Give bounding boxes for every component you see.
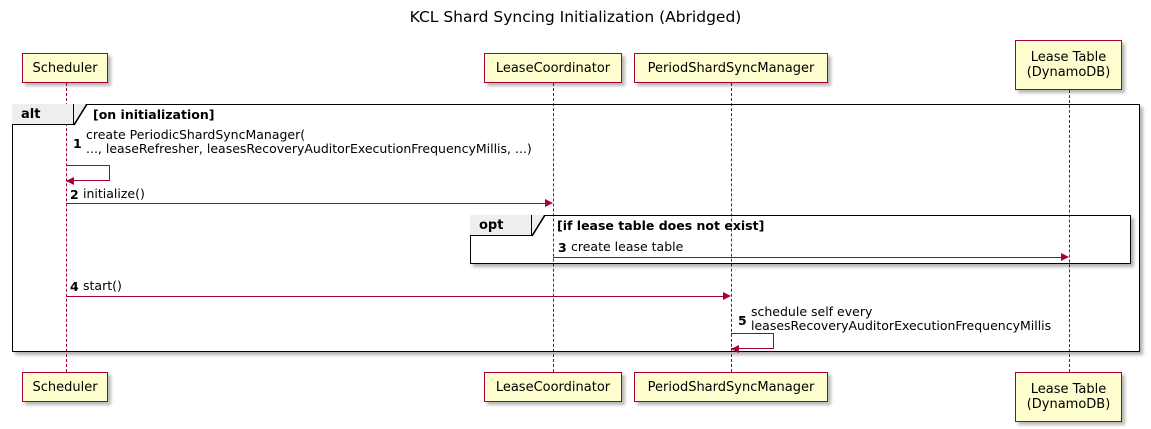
message-3-arrowhead-icon: [1061, 252, 1069, 261]
message-4-number: 4: [70, 279, 79, 294]
lifeline-period-shard-sync-manager: [731, 83, 732, 372]
participant-scheduler-top[interactable]: Scheduler: [22, 53, 108, 83]
frame-alt-on-initialization: [12, 104, 1140, 352]
participant-period-shard-sync-manager-bottom[interactable]: PeriodShardSyncManager: [634, 372, 828, 402]
lifeline-lease-table: [1069, 90, 1070, 372]
lifeline-scheduler: [66, 83, 67, 372]
frame-alt-tab-notch-edge-icon: [74, 104, 88, 126]
frame-alt-operator-tab: alt: [12, 104, 74, 125]
message-5-arrowhead-icon: [731, 344, 739, 353]
participant-lease-table-bottom[interactable]: Lease Table (DynamoDB): [1015, 372, 1122, 422]
frame-opt-lease-table-missing: [470, 215, 1131, 264]
participant-period-shard-sync-manager-top[interactable]: PeriodShardSyncManager: [634, 53, 828, 83]
participant-lease-table-top[interactable]: Lease Table (DynamoDB): [1015, 40, 1122, 90]
frame-opt-guard-label: [if lease table does not exist]: [557, 218, 765, 233]
message-2-arrowhead-icon: [545, 198, 553, 207]
message-1-number: 1: [73, 136, 82, 151]
message-3-line: [553, 257, 1061, 258]
message-4-label: start(): [83, 278, 122, 293]
message-1-self-call-loop: [66, 165, 110, 181]
participant-lease-coordinator-top[interactable]: LeaseCoordinator: [484, 53, 622, 83]
message-3-number: 3: [558, 240, 567, 255]
message-3-label: create lease table: [571, 239, 684, 254]
message-2-line: [66, 203, 545, 204]
message-5-self-call-loop: [731, 333, 774, 349]
frame-opt-operator-tab: opt: [470, 215, 532, 236]
message-4-arrowhead-icon: [723, 291, 731, 300]
message-4-line: [66, 296, 723, 297]
participant-lease-coordinator-bottom[interactable]: LeaseCoordinator: [484, 372, 622, 402]
message-2-label: initialize(): [83, 186, 145, 201]
diagram-title: KCL Shard Syncing Initialization (Abridg…: [409, 8, 742, 26]
message-1-arrowhead-icon: [66, 176, 74, 185]
message-2-number: 2: [70, 187, 79, 202]
frame-alt-guard-label: [on initialization]: [93, 107, 215, 122]
frame-opt-tab-notch-edge-icon: [532, 215, 546, 237]
message-5-label: schedule self every leasesRecoveryAudito…: [751, 304, 1052, 333]
message-5-number: 5: [738, 313, 747, 328]
message-1-label: create PeriodicShardSyncManager( ..., le…: [86, 127, 532, 156]
participant-scheduler-bottom[interactable]: Scheduler: [22, 372, 108, 402]
lifeline-lease-coordinator: [553, 83, 554, 372]
